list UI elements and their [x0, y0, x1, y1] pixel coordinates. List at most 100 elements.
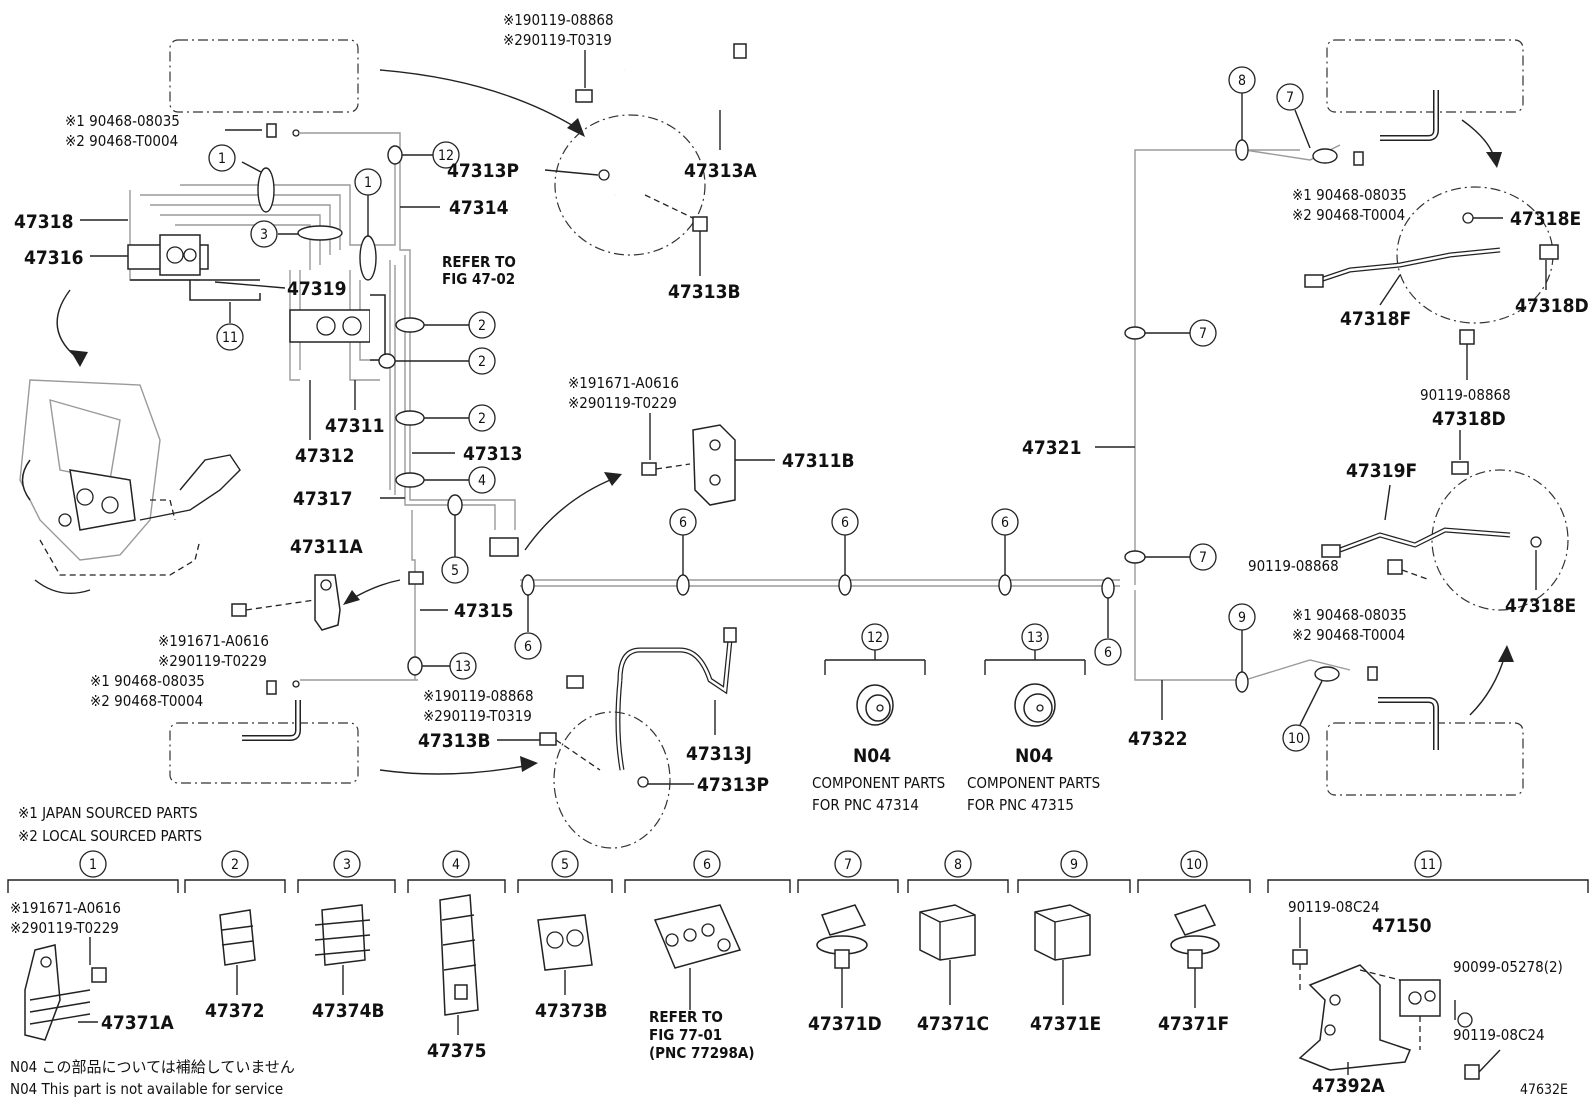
svg-text:11: 11 [1420, 857, 1436, 873]
clip-47371e-icon [1034, 904, 1091, 961]
right-clip-top-label-1: ※1 90468-08035 [1292, 186, 1407, 204]
callout-3-marker [250, 220, 278, 248]
callout-10-marker [1282, 724, 1310, 752]
hose-bolt-47313b [692, 216, 708, 232]
svg-text:2: 2 [231, 857, 239, 873]
clamp-47374b-icon [314, 904, 371, 966]
part-47322: 47322 [1128, 728, 1187, 750]
lower-clip-icon [266, 680, 277, 695]
svg-text:2: 2 [478, 318, 486, 334]
detail-circle-bottom [553, 711, 671, 849]
callout-6b-marker [669, 508, 697, 536]
note-not-available-jp: N04 この部品については補給していません [10, 1058, 295, 1076]
part-47318f: 47318F [1340, 308, 1411, 330]
lower-clip-label-1: ※1 90468-08035 [90, 672, 205, 690]
n04-label-a: N04 [853, 745, 891, 767]
clip-47371d-icon [816, 904, 868, 969]
refer-fig-77-01-line2: FIG 77-01 [649, 1026, 722, 1044]
part-47319f: 47319F [1346, 460, 1417, 482]
right-clip-bottom-label-1: ※1 90468-08035 [1292, 606, 1407, 624]
svg-text:10: 10 [1186, 857, 1202, 873]
grommet-47314-icon [856, 684, 894, 726]
detail-circle-right-mid [1431, 469, 1569, 611]
brake-tube-bundle [129, 144, 1351, 681]
svg-text:4: 4 [478, 473, 486, 489]
tube-clip-small [408, 571, 424, 585]
part-47312: 47312 [295, 445, 354, 467]
svg-text:9: 9 [1070, 857, 1078, 873]
refer-fig-47-02-line1: REFER TO [442, 253, 516, 271]
union-bolt-47318d [1539, 244, 1559, 260]
key-row [7, 879, 1589, 893]
svg-text:6: 6 [703, 857, 711, 873]
clamp-fig-77-01-icon [653, 904, 742, 969]
svg-text:2: 2 [478, 411, 486, 427]
callout-6e-marker [1094, 638, 1122, 666]
callout-2a-marker [468, 311, 496, 339]
svg-text:1: 1 [89, 857, 97, 873]
part-47316: 47316 [24, 247, 83, 269]
svg-text:8: 8 [954, 857, 962, 873]
svg-text:13: 13 [455, 659, 471, 675]
callout-6d-marker [991, 508, 1019, 536]
part-47371d: 47371D [808, 1013, 882, 1035]
svg-text:6: 6 [1104, 645, 1112, 661]
callout-9-marker [1228, 603, 1256, 631]
bolt-right-top-label: 90119-08868 [1420, 386, 1511, 404]
part-47313: 47313 [463, 443, 522, 465]
clip-47311b-icon [692, 424, 736, 506]
tube-clip [489, 537, 519, 557]
front-left-wheel-outline [169, 39, 359, 113]
part-47311: 47311 [325, 415, 384, 437]
callout-1b-marker [354, 168, 382, 196]
right-clip-icon-top [1353, 151, 1364, 166]
refer-fig-77-01-line3: (PNC 77298A) [649, 1044, 755, 1062]
part-47318d-mid: 47318D [1432, 408, 1506, 430]
bolt-icon-mid [641, 462, 691, 476]
svg-text:6: 6 [1001, 515, 1009, 531]
bolt-lower-label-2: ※290119-T0229 [158, 652, 267, 670]
component-parts-47315-l2: FOR PNC 47315 [967, 796, 1074, 814]
key1-bolt-label-2: ※290119-T0229 [10, 919, 119, 937]
callout-12b-marker [861, 623, 889, 651]
svg-text:13: 13 [1027, 630, 1043, 646]
part-47319: 47319 [287, 278, 346, 300]
callout-11-marker [216, 323, 244, 351]
clamp-47373b-icon [537, 914, 593, 971]
svg-text:9: 9 [1238, 610, 1246, 626]
callout-11-label: 11 [222, 330, 238, 346]
valve-bracket-47392a-icon [1298, 964, 1501, 1080]
part-47372: 47372 [205, 1000, 264, 1022]
arrow-to-front-left-hose [379, 69, 581, 131]
callout-4-marker [468, 466, 496, 494]
part-47311a: 47311A [290, 536, 363, 558]
part-47315: 47315 [454, 600, 513, 622]
clip-47371c-icon [919, 904, 976, 961]
bolt-lower-label-1: ※191671-A0616 [158, 632, 269, 650]
key-numbers: 1 2 3 4 5 6 7 8 9 10 11 [79, 850, 1442, 878]
part-47374b: 47374B [312, 1000, 385, 1022]
svg-text:7: 7 [1199, 550, 1207, 566]
callout-2c-marker [468, 404, 496, 432]
callout-7b-marker [1189, 543, 1217, 571]
legend-japan-sourced: ※1 JAPAN SOURCED PARTS [18, 804, 198, 822]
refer-fig-77-01-line1: REFER TO [649, 1008, 723, 1026]
callout-1b-label: 1 [364, 175, 372, 191]
legend-local-sourced: ※2 LOCAL SOURCED PARTS [18, 827, 202, 845]
component-parts-47314-l1: COMPONENT PARTS [812, 774, 945, 792]
callout-12-marker [432, 141, 460, 169]
callout-1-label: 1 [218, 151, 226, 167]
clamp-47371a-icon [24, 944, 91, 1041]
bolt-icon-lower [231, 603, 247, 617]
lower-clip-label-2: ※2 90468-T0004 [90, 692, 203, 710]
callout-13b-marker [1021, 623, 1049, 651]
svg-text:6: 6 [524, 639, 532, 655]
svg-text:3: 3 [343, 857, 351, 873]
part-47318: 47318 [14, 211, 73, 233]
refer-fig-47-02-line2: FIG 47-02 [442, 270, 515, 288]
n04-label-b: N04 [1015, 745, 1053, 767]
bolt-top-label-1: ※190119-08868 [503, 11, 614, 29]
svg-text:6: 6 [841, 515, 849, 531]
callout-7c-marker [1276, 83, 1304, 111]
